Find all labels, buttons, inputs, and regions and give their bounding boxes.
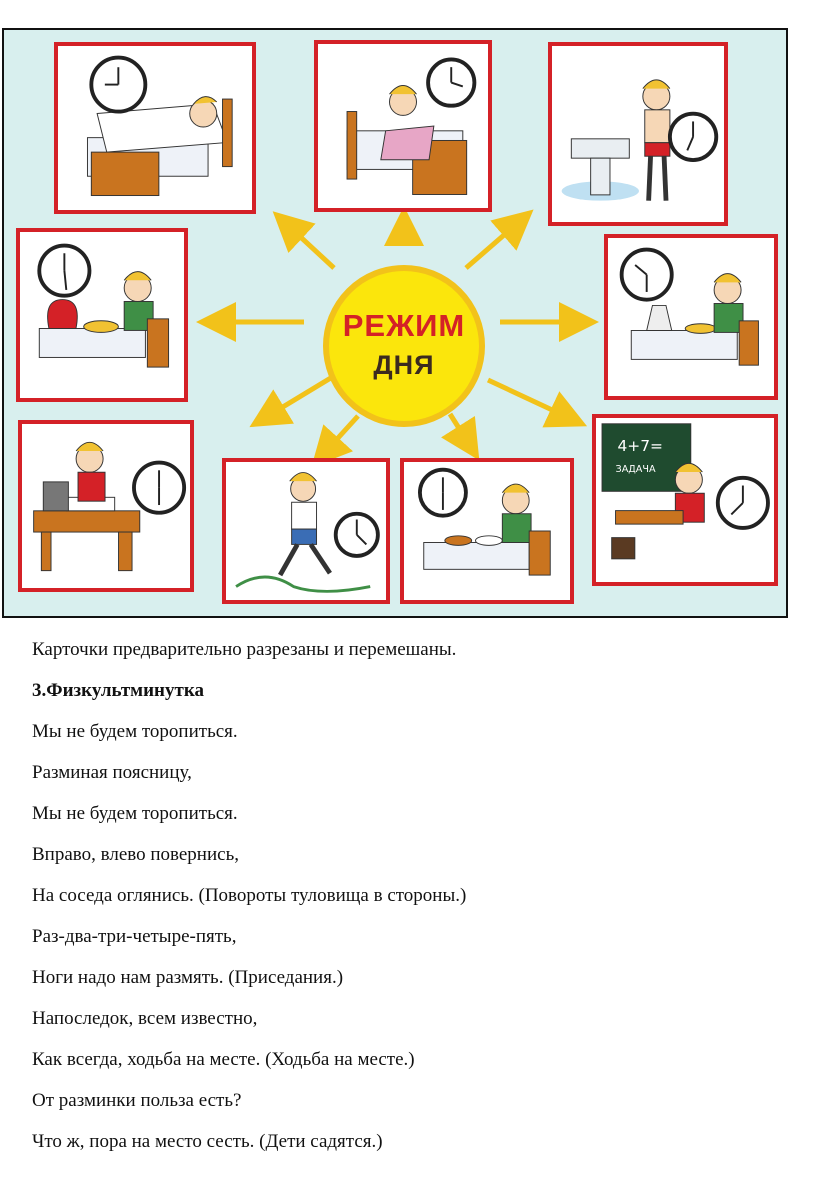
card-school: 4+7= ЗАДАЧА [592,414,778,586]
blackboard-word: ЗАДАЧА [616,464,656,475]
figure-title-line1: РЕЖИМ [342,308,466,343]
card-breakfast [16,228,188,402]
sun-icon [323,265,485,427]
card-homework [18,420,194,592]
clock-icon [667,111,719,163]
homework-icon [33,441,187,572]
daily-routine-figure: РЕЖИМ ДНЯ [2,28,788,618]
clock-icon [715,475,770,530]
washing-icon [561,79,719,201]
arrow-to-school [486,377,588,428]
blackboard-text: 4+7= [617,437,662,455]
arrow-to-dinner [441,412,480,461]
clock-icon [619,247,674,302]
card-washing [548,42,728,226]
intro-paragraph: Карточки предварительно разрезаны и пере… [32,639,457,660]
poem-line: Мы не будем торопиться. [32,721,238,742]
arrow-to-washing [464,209,534,270]
poem-line: Ноги надо нам размять. (Приседания.) [32,967,344,988]
poem-line: Что ж, пора на место сесть. (Дети садятс… [32,1131,383,1152]
sun-center: РЕЖИМ ДНЯ [322,264,486,428]
card-sleeping [54,42,256,214]
poem-line: Раз-два-три-четыре-пять, [32,926,237,947]
sleeping-icon [86,55,233,197]
clock-icon [426,57,477,108]
arrow-to-walking [311,414,360,468]
figure-title-line2: ДНЯ [373,350,435,380]
clock-icon [333,511,380,558]
card-dinner [400,458,574,604]
poem-line: Мы не будем торопиться. [32,803,238,824]
clock-icon [89,55,148,114]
sun-rays [196,206,599,468]
poem-line: От разминки польза есть? [32,1090,242,1111]
section-heading: 3.Физкультминутка [32,680,205,701]
clock-icon [417,467,468,518]
poem-line: Как всегда, ходьба на месте. (Ходьба на … [32,1049,415,1070]
poem-line: На соседа оглянись. (Повороты туловища в… [32,885,467,906]
lunch-icon [619,247,759,366]
arrow-to-homework [249,373,336,428]
card-walking [222,458,390,604]
clock-icon [132,460,187,515]
dinner-icon [417,467,551,576]
poem-line: Разминая поясницу, [32,762,192,783]
walking-icon [235,472,380,593]
breakfast-icon [37,243,170,368]
clock-icon [37,243,92,298]
poem-line: Вправо, влево повернись, [32,844,239,865]
document-text: Карточки предварительно разрезаны и пере… [32,640,792,1173]
card-waking [314,40,492,212]
poem-line: Напоследок, всем известно, [32,1008,258,1029]
arrow-to-sleeping [272,211,336,270]
card-lunch [604,234,778,400]
waking-icon [346,57,477,195]
school-icon: 4+7= ЗАДАЧА [601,423,770,560]
